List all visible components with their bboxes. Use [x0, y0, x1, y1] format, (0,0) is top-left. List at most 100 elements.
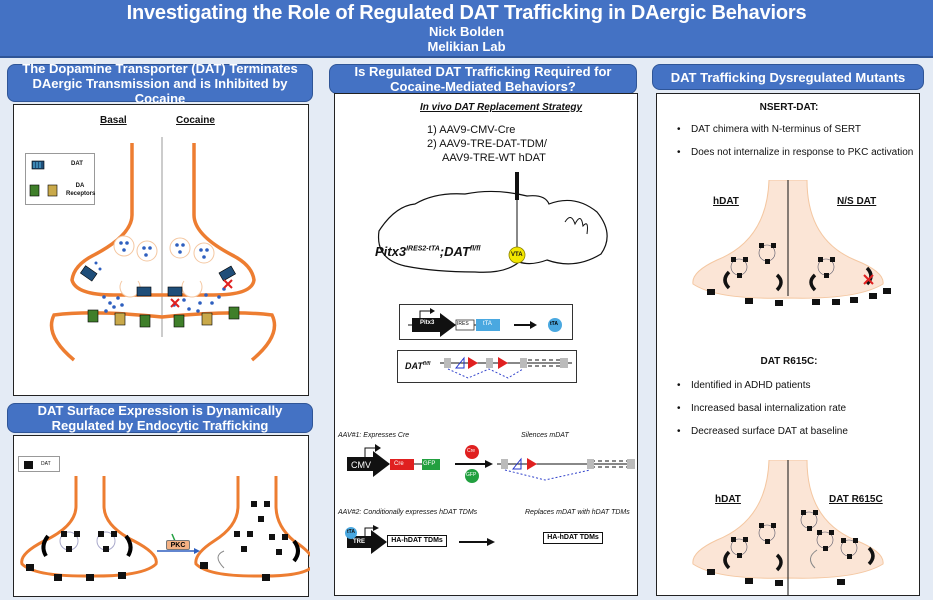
- vta-label: VTA: [511, 252, 523, 258]
- da-receptors: [87, 306, 240, 328]
- r615c-title: DAT R615C:: [760, 356, 818, 367]
- r615c-endosome-dats: [730, 510, 858, 559]
- pkc-arrowhead: [194, 548, 200, 554]
- vta-marker: [508, 246, 526, 264]
- tta-activator-label: tTA: [347, 529, 355, 535]
- ha-hdat-gene-box: HA-hDAT TDMs: [387, 535, 447, 547]
- tta-protein: [548, 318, 562, 332]
- exon-1: [501, 459, 508, 469]
- dat-floxed-label: DATfl/fl: [405, 361, 430, 371]
- pitx3-promoter-arrow: [412, 313, 456, 337]
- aav1-result-caption: Silences mDAT: [521, 432, 569, 439]
- cre-gene-label: Cre: [394, 461, 404, 467]
- ires-box: [455, 319, 475, 331]
- exon-2: [486, 358, 493, 368]
- r615c-bullet: Identified in ADHD patients: [677, 380, 848, 391]
- nsert-diagram: [692, 180, 891, 306]
- legend-box: DAT DA Receptors: [25, 153, 95, 205]
- tta-box: [476, 319, 500, 331]
- tta-activator: [345, 527, 357, 539]
- aav2-result-caption: Replaces mDAT with hDAT TDMs: [525, 509, 630, 516]
- r615c-right-label: DAT R615C: [829, 494, 883, 505]
- exon-1: [444, 358, 451, 368]
- receptor-green-legend-icon: [29, 184, 40, 197]
- r615c-trafficking-arrows: [723, 546, 875, 572]
- poster-lab: Melikian Lab: [427, 39, 506, 54]
- fusing-vesicle: [119, 280, 141, 298]
- ha-hdat-result-box: HA-hDAT TDMs: [543, 532, 603, 544]
- gfp-product-label: GFP: [466, 472, 477, 478]
- nsert-endosome-dats: [730, 243, 835, 278]
- nsert-bullets: DAT chimera with N-terminus of SERT Does…: [677, 124, 913, 170]
- legend-dat-label: DAT: [71, 161, 83, 167]
- aav1-caption: AAV#1: Expresses Cre: [338, 432, 410, 439]
- step-2b: AAV9-TRE-WT hDAT: [442, 152, 546, 164]
- ires-label: IRES: [457, 321, 469, 327]
- nsert-title: NSERT-DAT:: [759, 102, 819, 113]
- frt-site: [454, 356, 465, 369]
- section-heading-dat-cocaine: The Dopamine Transporter (DAT) Terminate…: [7, 61, 313, 106]
- postsynaptic-membrane: [49, 311, 277, 362]
- r615c-bullet: Decreased surface DAT at baseline: [677, 426, 848, 437]
- r615c-surface-dats: [707, 569, 845, 586]
- nsert-left-label: hDAT: [713, 196, 739, 207]
- pitx3-label: Pitx3: [420, 320, 435, 326]
- tre-promoter-arrow: [347, 530, 387, 554]
- genotype-sup1: IRES2-tTA: [406, 245, 440, 253]
- vesicles: [113, 235, 215, 264]
- poster-banner: Investigating the Role of Regulated DAT …: [0, 0, 933, 58]
- label-basal: Basal: [100, 115, 127, 126]
- loxp-site: [468, 357, 478, 369]
- label-cocaine: Cocaine: [176, 115, 215, 126]
- blocked-internalization-x-icon: [863, 274, 874, 285]
- panel-dat-cocaine: Basal Cocaine DAT DA Receptors: [13, 104, 309, 396]
- presynaptic-membrane: [70, 143, 256, 297]
- cerebellum-folds: [564, 217, 588, 235]
- cmv-promoter-arrow: [347, 451, 390, 477]
- aav2-caption: AAV#2: Conditionally expresses hDAT TDMs: [338, 509, 478, 516]
- construct-dat-floxed: DATfl/fl: [397, 350, 577, 383]
- injection-needle: [515, 172, 519, 200]
- r615c-diagram: [692, 460, 884, 595]
- frt-site: [511, 457, 522, 470]
- gfp-box: [422, 459, 440, 470]
- nsert-trafficking-arrows: [723, 266, 873, 292]
- dat-floxed-sup: fl/fl: [422, 361, 431, 367]
- loxp-site: [527, 458, 537, 470]
- panel-dat-surface: DAT: [13, 435, 310, 597]
- section-heading-mutants: DAT Trafficking Dysregulated Mutants: [652, 64, 924, 90]
- genotype-sup2: fl/fl: [469, 245, 481, 253]
- legend-dat-box: DAT: [18, 456, 60, 472]
- genotype-dat: ;DAT: [439, 244, 470, 259]
- trafficking-arrows: [41, 534, 300, 563]
- nsert-right-label: N/S DAT: [837, 196, 877, 207]
- exon-13: [627, 459, 635, 469]
- cre-protein: [465, 445, 479, 459]
- section-heading-dat-surface: DAT Surface Expression is Dynamically Re…: [7, 403, 313, 433]
- r615c-internalization-arrow: [810, 549, 818, 569]
- poster-author: Nick Bolden: [428, 24, 505, 39]
- section-heading-cocaine-behaviors: Is Regulated DAT Trafficking Required fo…: [329, 64, 637, 94]
- brain-outline: [377, 190, 608, 273]
- nsert-surface-dats: [707, 288, 891, 306]
- tta-gene-label: tTA: [483, 321, 492, 327]
- dat-legend-icon: [24, 461, 33, 469]
- exon-3: [587, 459, 594, 469]
- nsert-bullet: DAT chimera with N-terminus of SERT: [677, 124, 913, 135]
- panel-mutants: NSERT-DAT: DAT chimera with N-terminus o…: [656, 93, 920, 596]
- tre-label: TRE: [353, 539, 365, 545]
- pkc-activator-line: [171, 533, 176, 542]
- dat-transporters: [79, 265, 236, 297]
- nsert-bullet: Does not internalize in response to PKC …: [677, 147, 913, 158]
- legend-receptors-label: DA Receptors: [66, 183, 96, 197]
- brain-diagram: [377, 172, 608, 273]
- dat-floxed-name: DAT: [405, 361, 423, 371]
- dat-legend-icon: [31, 160, 45, 170]
- internalization-arrow: [217, 550, 225, 569]
- genotype-label: Pitx3IRES2-tTA;DATfl/fl: [375, 244, 480, 259]
- surface-dats: [26, 562, 270, 581]
- fusing-vesicle: [181, 280, 203, 298]
- tta-product-label: tTA: [550, 321, 558, 327]
- cocaine-block-x-icon: [170, 279, 233, 308]
